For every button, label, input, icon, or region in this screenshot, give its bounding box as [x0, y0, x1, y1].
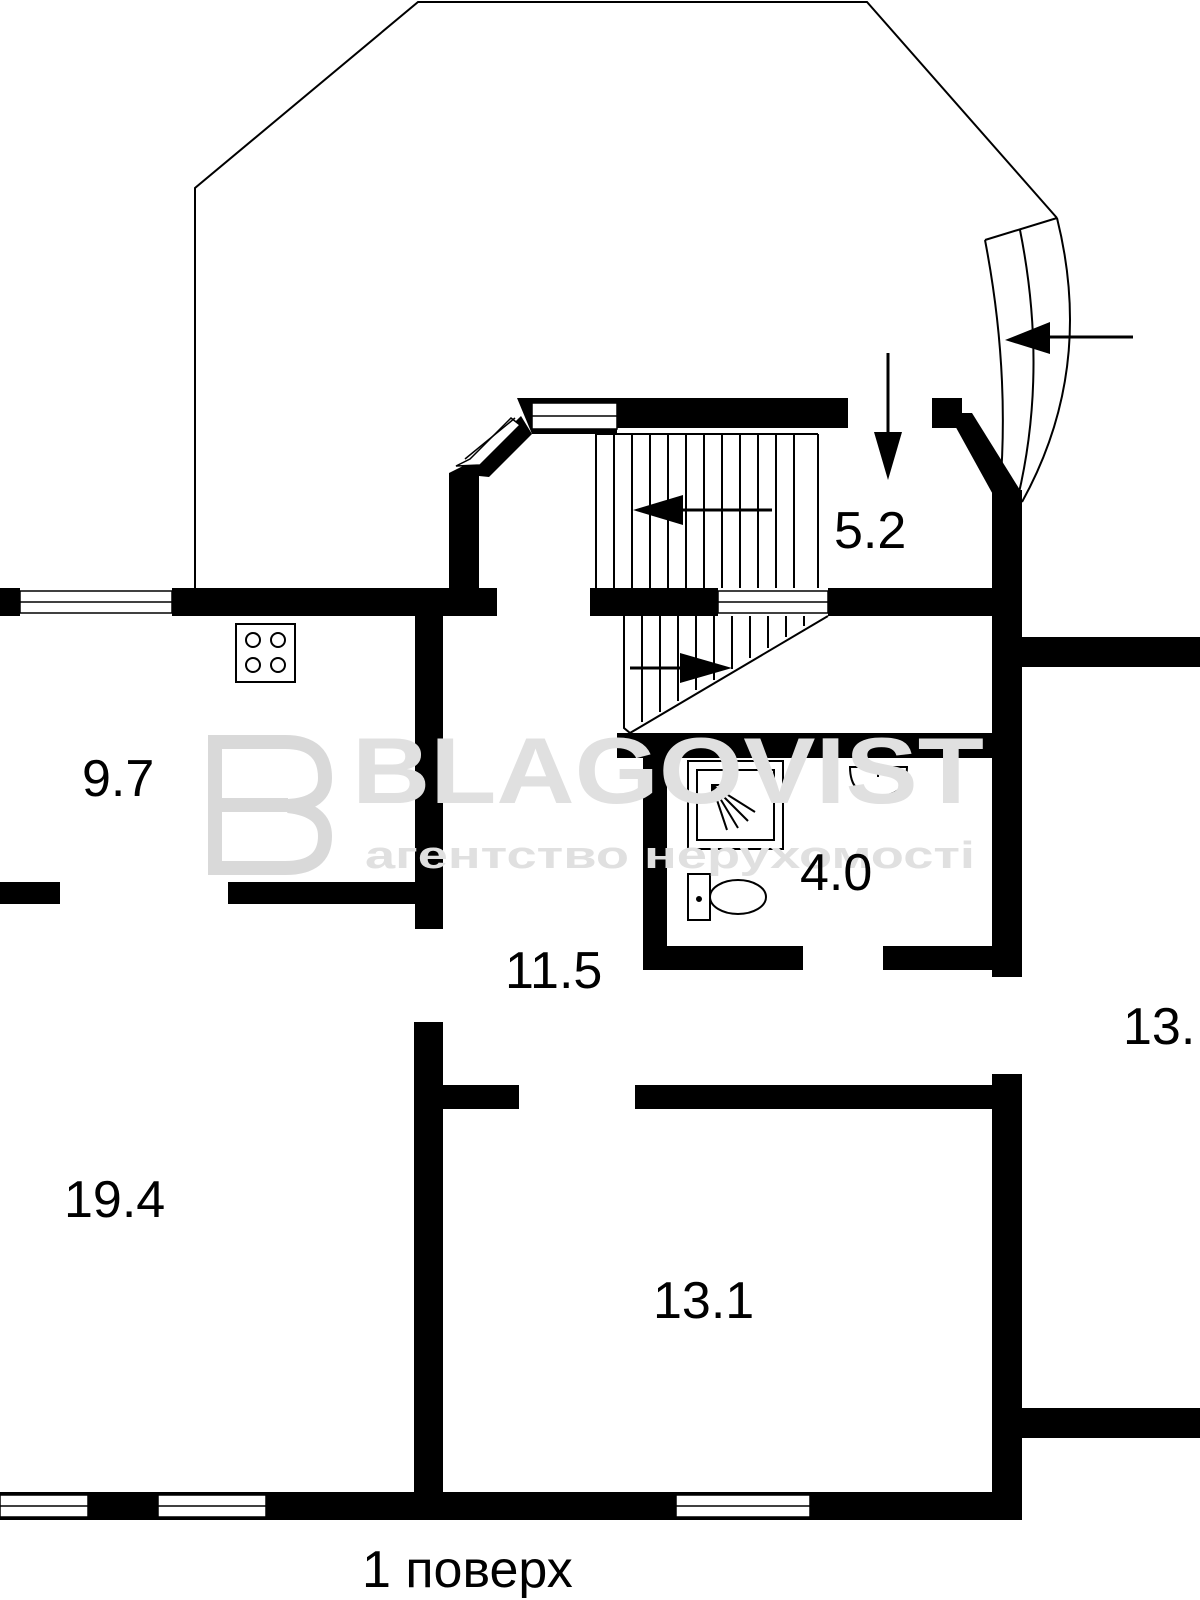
stair-arrow-upper — [633, 495, 772, 525]
watermark-logo — [208, 735, 333, 875]
kitchen-area-label: 9.7 — [82, 750, 154, 808]
window-stair — [717, 590, 829, 614]
stove-icon — [235, 623, 296, 683]
toilet-icon — [687, 873, 767, 921]
hall-area-label: 11.5 — [505, 942, 602, 1000]
window-living-2 — [157, 1494, 267, 1518]
stair-area-label: 5.2 — [834, 502, 906, 560]
entrance-steps — [984, 217, 1071, 503]
shower-icon — [687, 760, 784, 850]
stair-arrow-lower — [630, 653, 732, 683]
floor-title: 1 поверх — [362, 1541, 573, 1599]
entry-arrow-down — [874, 353, 902, 480]
bedroom-area-label: 13.1 — [653, 1272, 754, 1330]
window-bedroom — [675, 1494, 811, 1518]
walls — [0, 398, 1200, 1520]
staircase-lower — [623, 615, 829, 734]
sink-icon — [848, 766, 909, 798]
bay-window — [449, 398, 618, 477]
terrace-outline — [194, 0, 1058, 588]
window-living-1 — [0, 1494, 89, 1518]
entrance-arrow — [1005, 322, 1133, 354]
watermark: BLAGOVIST агентство нерухомості — [208, 718, 984, 877]
watermark-brand: BLAGOVIST — [352, 718, 984, 823]
right-room-area-label: 13. — [1123, 998, 1195, 1056]
bathroom-area-label: 4.0 — [800, 844, 872, 902]
windows — [0, 590, 829, 1518]
living-area-label: 19.4 — [64, 1171, 165, 1229]
window-kitchen — [19, 590, 173, 614]
watermark-tagline: агентство нерухомості — [365, 835, 975, 877]
